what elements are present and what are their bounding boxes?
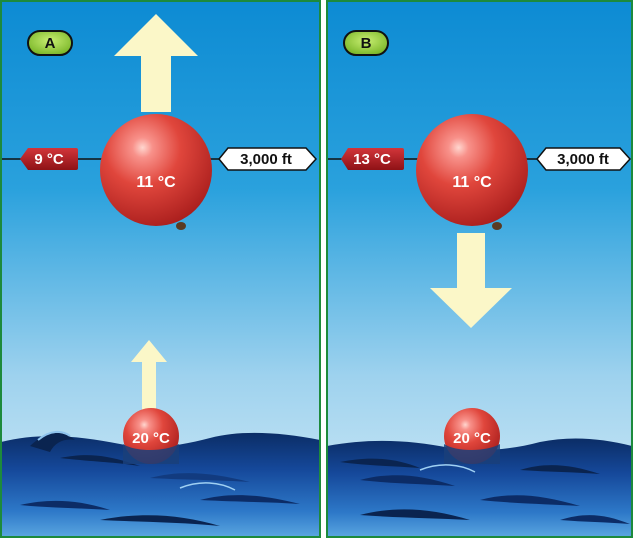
panel-border [326,0,633,538]
small-up-arrow [131,340,167,410]
panel-label-badge: A [27,30,73,56]
altitude-label: 3,000 ft [240,151,292,168]
panel-a: 11 °C 20 °C A 9 °C 3,000 ft [0,0,321,538]
ambient-temp-tag: 9 °C [20,148,78,170]
surface-balloon: 20 °C [444,408,500,464]
ambient-temp-label: 13 °C [353,151,391,168]
large-up-arrow [114,14,198,112]
ambient-temp-label: 9 °C [34,151,64,168]
large-down-arrow [430,233,512,328]
panel-border [0,0,321,538]
panel-label-badge: B [343,30,389,56]
surface-balloon: 20 °C [123,408,179,464]
panel-b: 11 °C 20 °C B 13 °C 3,000 ft [326,0,633,538]
altitude-tag: 3,000 ft [536,147,632,171]
balloon-temp-label: 11 °C [452,174,492,191]
surface-temp-label: 20 °C [132,430,170,447]
surface-temp-label: 20 °C [453,430,491,447]
panel-label: A [45,35,56,52]
ambient-temp-tag: 13 °C [341,148,404,170]
altitude-label: 3,000 ft [557,151,609,168]
altitude-tag: 3,000 ft [218,147,318,171]
panel-label: B [361,35,372,52]
warm-air-balloon: 11 °C [100,114,212,230]
balloon-temp-label: 11 °C [136,174,176,191]
cool-air-balloon: 11 °C [416,114,528,230]
